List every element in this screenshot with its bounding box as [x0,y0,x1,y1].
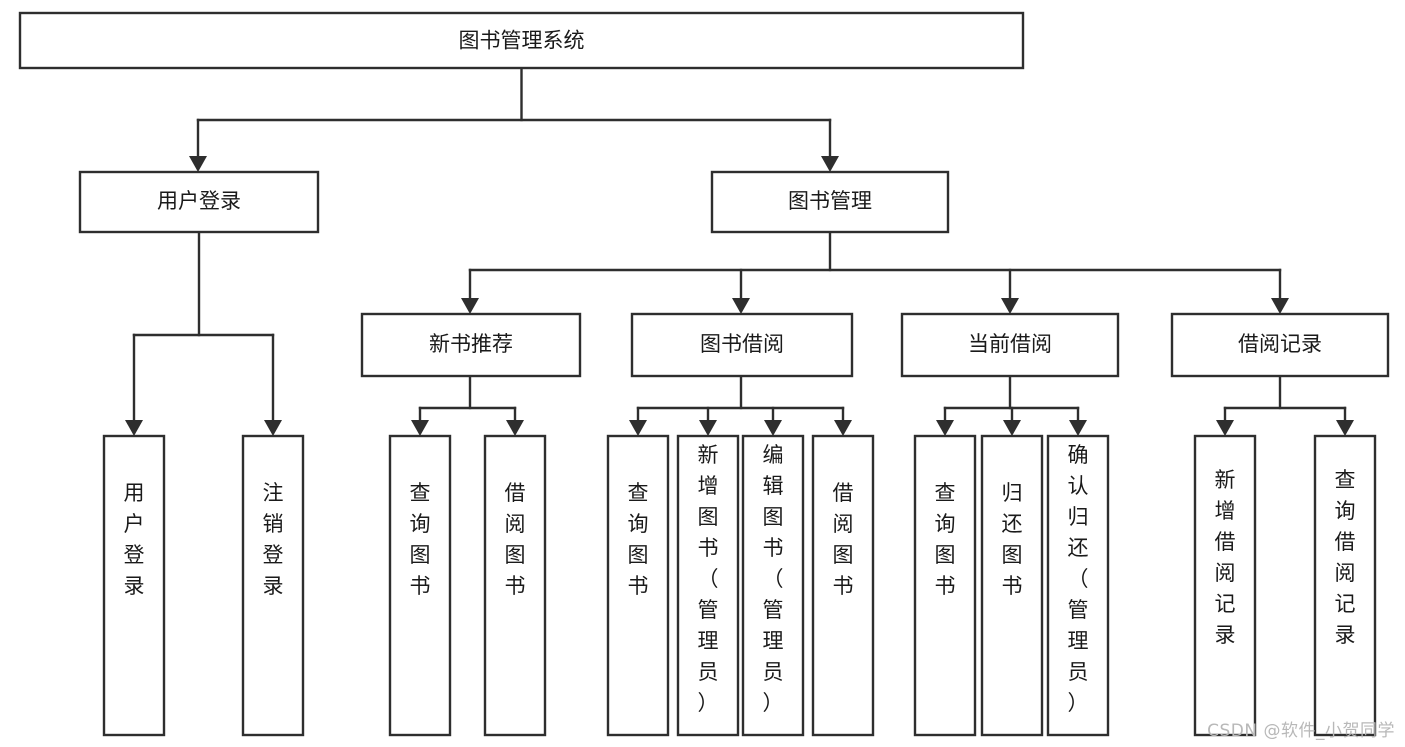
node-borrow-record[interactable]: 借阅记录 [1170,312,1390,378]
node-leaf-add-record[interactable]: 新增借阅记录 [1193,434,1257,737]
connector-group-borrow-record [1216,374,1354,436]
node-leaf-borrow-book-2-box[interactable] [811,434,875,737]
node-leaf-borrow-book-2-label: 借阅图书 [833,481,854,598]
node-root-label: 图书管理系统 [459,29,585,53]
node-leaf-query-book-1[interactable]: 查询图书 [388,434,452,737]
connector-group-user-login [125,230,282,436]
node-borrow-record-box[interactable] [1170,312,1390,378]
node-user-login-label: 用户登录 [157,189,241,213]
node-book-manage[interactable]: 图书管理 [710,170,950,234]
node-leaf-borrow-book-1-label: 借阅图书 [505,481,526,598]
node-leaf-return-book-label: 归还图书 [1002,481,1023,598]
node-leaf-logout-box[interactable] [241,434,305,737]
arrow-head-leaf-query-book-1 [411,420,429,436]
node-leaf-edit-book[interactable]: 编辑图书（管理员） [741,434,805,737]
node-leaf-edit-book-box[interactable] [741,434,805,737]
node-current-borrow-label: 当前借阅 [968,332,1052,356]
arrow-head-leaf-query-record [1336,420,1354,436]
node-leaf-user-login-box[interactable] [102,434,166,737]
arrow-head-book-manage [821,156,839,172]
connector-group-book-manage [461,230,1289,314]
connector-group-book-borrow [629,374,852,436]
node-root[interactable]: 图书管理系统 [18,11,1025,70]
node-user-login-box[interactable] [78,170,320,234]
node-leaf-return-book-box[interactable] [980,434,1044,737]
node-leaf-query-book-1-box[interactable] [388,434,452,737]
node-leaf-add-record-box[interactable] [1193,434,1257,737]
node-book-borrow-label: 图书借阅 [700,332,784,356]
node-book-manage-label: 图书管理 [788,189,872,213]
node-leaf-query-book-1-label: 查询图书 [410,481,431,598]
node-leaf-user-login-label: 用户登录 [124,481,145,598]
node-leaf-query-book-3-box[interactable] [913,434,977,737]
node-leaf-query-book-2-box[interactable] [606,434,670,737]
node-new-book-rec-box[interactable] [360,312,582,378]
node-leaf-add-record-label: 新增借阅记录 [1215,468,1236,647]
node-leaf-confirm-return[interactable]: 确认归还（管理员） [1046,434,1110,737]
node-new-book-rec-label: 新书推荐 [429,332,513,356]
node-borrow-record-label: 借阅记录 [1238,332,1322,356]
node-current-borrow[interactable]: 当前借阅 [900,312,1120,378]
node-leaf-query-record[interactable]: 查询借阅记录 [1313,434,1377,737]
connector-group-new-book-rec [411,374,524,436]
node-leaf-logout[interactable]: 注销登录 [241,434,305,737]
node-leaf-edit-book-label: 编辑图书（管理员） [763,443,784,715]
arrow-head-leaf-confirm-return [1069,420,1087,436]
arrow-head-leaf-borrow-book-1 [506,420,524,436]
node-root-box[interactable] [18,11,1025,70]
node-leaf-query-book-2[interactable]: 查询图书 [606,434,670,737]
node-user-login[interactable]: 用户登录 [78,170,320,234]
node-leaf-user-login[interactable]: 用户登录 [102,434,166,737]
node-leaf-query-book-2-label: 查询图书 [628,481,649,598]
arrow-head-new-book-rec [461,298,479,314]
arrow-head-leaf-query-book-2 [629,420,647,436]
node-new-book-rec[interactable]: 新书推荐 [360,312,582,378]
node-leaf-query-book-3[interactable]: 查询图书 [913,434,977,737]
arrow-head-leaf-add-record [1216,420,1234,436]
arrow-head-leaf-edit-book [764,420,782,436]
node-leaf-add-book-label: 新增图书（管理员） [698,443,719,715]
arrow-head-leaf-user-login [125,420,143,436]
node-leaf-borrow-book-1-box[interactable] [483,434,547,737]
arrow-head-current-borrow [1001,298,1019,314]
arrow-head-user-login [189,156,207,172]
arrow-head-borrow-record [1271,298,1289,314]
csdn-watermark: CSDN @软件_小贺同学 [1207,721,1395,741]
node-book-borrow[interactable]: 图书借阅 [630,312,854,378]
node-leaf-add-book[interactable]: 新增图书（管理员） [676,434,740,737]
arrow-head-leaf-query-book-3 [936,420,954,436]
arrow-head-leaf-add-book [699,420,717,436]
arrow-head-leaf-borrow-book-2 [834,420,852,436]
node-leaf-query-book-3-label: 查询图书 [935,481,956,598]
node-leaf-borrow-book-1[interactable]: 借阅图书 [483,434,547,737]
node-leaf-confirm-return-label: 确认归还（管理员） [1068,443,1089,715]
node-leaf-logout-label: 注销登录 [263,481,284,598]
node-leaf-query-record-label: 查询借阅记录 [1335,468,1356,647]
connector-group-root [189,66,839,172]
arrow-head-leaf-return-book [1003,420,1021,436]
node-book-manage-box[interactable] [710,170,950,234]
node-leaf-borrow-book-2[interactable]: 借阅图书 [811,434,875,737]
node-current-borrow-box[interactable] [900,312,1120,378]
arrow-head-book-borrow [732,298,750,314]
node-leaf-query-record-box[interactable] [1313,434,1377,737]
node-leaf-return-book[interactable]: 归还图书 [980,434,1044,737]
node-book-borrow-box[interactable] [630,312,854,378]
node-leaf-add-book-box[interactable] [676,434,740,737]
connector-group-current-borrow [936,374,1087,436]
arrow-head-leaf-logout [264,420,282,436]
node-leaf-confirm-return-box[interactable] [1046,434,1110,737]
